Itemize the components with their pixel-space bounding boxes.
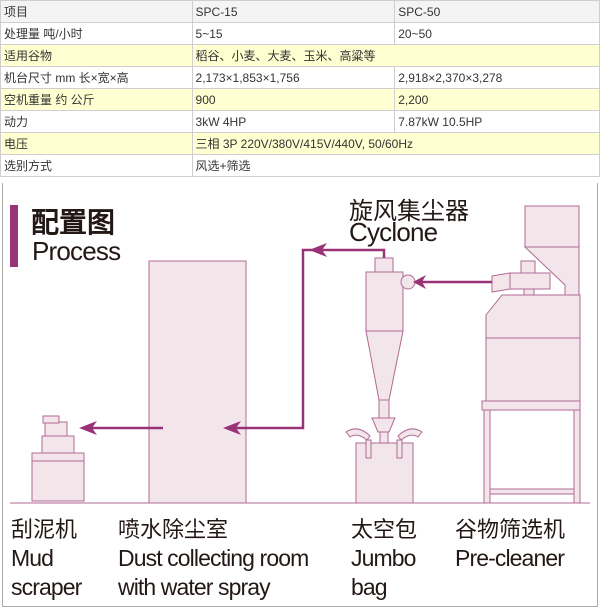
label-cn: 喷水除尘室 xyxy=(118,517,229,542)
table-row: 机台尺寸 mm 长×宽×高 2,173×1,853×1,756 2,918×2,… xyxy=(0,66,600,89)
label-cn: 太空包 xyxy=(351,517,418,542)
dust-room xyxy=(148,260,247,504)
flow-lines xyxy=(92,248,492,430)
title-accent-bar xyxy=(10,205,18,267)
arrow-left-icon xyxy=(79,421,97,435)
dust-room-label: 喷水除尘室 Dust collecting room with water sp… xyxy=(118,512,309,602)
table-row: 空机重量 约 公斤 900 2,200 xyxy=(0,88,600,111)
table-cell: 选别方式 xyxy=(0,154,193,177)
table-cell: 2,173×1,853×1,756 xyxy=(191,66,396,89)
cyclone-label-en: Cyclone xyxy=(349,217,438,247)
label-en: bag xyxy=(351,574,388,600)
cyclone xyxy=(365,257,416,433)
table-header-row: 项目 SPC-15 SPC-50 xyxy=(0,0,600,23)
label-en: Mud xyxy=(11,545,54,571)
label-cn: 刮泥机 xyxy=(11,517,78,542)
table-row: 适用谷物 稻谷、小麦、大麦、玉米、高粱等 xyxy=(0,44,600,67)
pre-cleaner-label: 谷物筛选机 Pre-cleaner xyxy=(455,512,565,573)
table-cell: 风选+筛选 xyxy=(191,154,600,177)
label-en: Jumbo xyxy=(351,545,416,571)
spec-table: 项目 SPC-15 SPC-50 处理量 吨/小时 5~15 20~50 适用谷… xyxy=(0,0,600,177)
table-row: 电压 三相 3P 220V/380V/415V/440V, 50/60Hz xyxy=(0,132,600,155)
jumbo-bag-label: 太空包 Jumbo bag xyxy=(351,512,417,602)
label-en: Dust collecting room xyxy=(118,545,309,571)
table-cell: 三相 3P 220V/380V/415V/440V, 50/60Hz xyxy=(191,132,600,155)
table-cell: SPC-50 xyxy=(394,0,600,23)
arrow-left-icon xyxy=(223,421,241,435)
cyclone-label-cn: 旋风集尘器 xyxy=(349,198,469,225)
mud-scraper xyxy=(31,415,85,502)
arrow-left-icon xyxy=(413,275,426,289)
label-cn: 谷物筛选机 xyxy=(455,517,566,542)
table-cell: 20~50 xyxy=(394,22,600,45)
table-cell: SPC-15 xyxy=(191,0,396,23)
jumbo-bag xyxy=(345,428,423,504)
table-cell: 2,918×2,370×3,278 xyxy=(394,66,600,89)
label-en: with water spray xyxy=(118,574,271,600)
table-cell: 适用谷物 xyxy=(0,44,193,67)
table-row: 选别方式 风选+筛选 xyxy=(0,154,600,177)
arrow-left-icon xyxy=(309,243,327,257)
table-cell: 稻谷、小麦、大麦、玉米、高粱等 xyxy=(191,44,600,67)
table-cell: 机台尺寸 mm 长×宽×高 xyxy=(0,66,193,89)
label-en: scraper xyxy=(11,574,82,600)
table-cell: 2,200 xyxy=(394,88,600,111)
diagram-title-cn: 配置图 xyxy=(31,207,116,238)
table-cell: 处理量 吨/小时 xyxy=(0,22,193,45)
pre-cleaner xyxy=(481,205,581,504)
table-cell: 项目 xyxy=(0,0,193,23)
table-cell: 900 xyxy=(191,88,396,111)
table-cell: 空机重量 约 公斤 xyxy=(0,88,193,111)
label-en: Pre-cleaner xyxy=(455,545,565,571)
process-diagram-frame xyxy=(2,183,598,607)
mud-scraper-label: 刮泥机 Mud scraper xyxy=(11,512,82,602)
diagram-title-en: Process xyxy=(32,236,121,266)
